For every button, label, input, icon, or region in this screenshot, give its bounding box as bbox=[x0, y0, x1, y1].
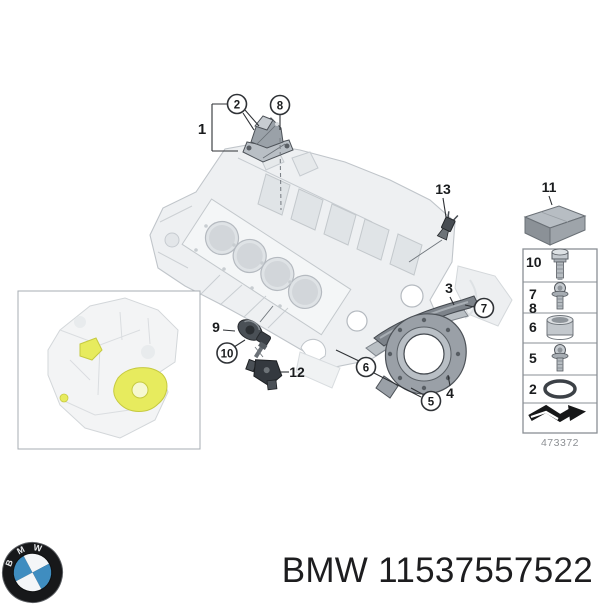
highlighted-parts bbox=[59, 337, 168, 412]
direction-arrow-icon bbox=[528, 404, 586, 423]
callout-5-circled: 5 bbox=[420, 390, 442, 412]
logo-letter-b: B bbox=[3, 558, 15, 568]
hex-bolt-icon bbox=[551, 248, 569, 280]
logo-letter-m: M bbox=[15, 544, 26, 556]
svg-text:8: 8 bbox=[277, 101, 284, 113]
engine-block-drawing bbox=[149, 142, 513, 389]
legend-row-label: 6 bbox=[529, 319, 537, 335]
locator-thumbnail bbox=[17, 290, 201, 450]
bolt-axis-dashed-line bbox=[279, 137, 282, 211]
callout-1: 1 bbox=[198, 121, 206, 138]
callout-7-circled: 7 bbox=[473, 297, 495, 319]
callout-4: 4 bbox=[446, 385, 454, 401]
fastener-legend-table: 10 7 8 6 5 2 bbox=[522, 248, 598, 434]
seal-kit-box-part bbox=[523, 205, 587, 246]
drawing-number: 473372 bbox=[541, 437, 579, 449]
callout-13: 13 bbox=[435, 181, 451, 197]
callout-8-circled: 8 bbox=[269, 94, 291, 116]
callout-6-circled: 6 bbox=[355, 356, 377, 378]
callout-3: 3 bbox=[445, 280, 453, 296]
o-ring-icon bbox=[543, 379, 577, 399]
callout-9: 9 bbox=[212, 319, 220, 335]
dowel-sleeve-icon bbox=[546, 315, 574, 340]
brand-name: BMW bbox=[281, 551, 369, 590]
callout-12: 12 bbox=[289, 364, 305, 380]
parts-diagram: 10 7 8 6 5 2 473372 bbox=[17, 93, 598, 450]
callout-10-circled: 10 bbox=[216, 342, 238, 364]
part-caption: BMW 11537557522 bbox=[282, 551, 593, 591]
legend-row-label: 5 bbox=[529, 350, 537, 366]
rear-seal-plate-part bbox=[375, 313, 467, 399]
part-number: 11537557522 bbox=[378, 551, 593, 590]
svg-text:6: 6 bbox=[363, 363, 369, 375]
svg-text:10: 10 bbox=[221, 349, 234, 361]
callout-2-circled: 2 bbox=[226, 93, 248, 115]
temperature-sensor-part bbox=[436, 211, 459, 241]
svg-text:7: 7 bbox=[481, 304, 487, 316]
bmw-logo: B M W bbox=[1, 541, 64, 604]
knock-sensor-part bbox=[237, 319, 272, 346]
legend-row-label: 2 bbox=[529, 381, 537, 397]
svg-text:2: 2 bbox=[234, 100, 240, 112]
legend-row-label: 7 bbox=[529, 286, 537, 302]
crankshaft-sensor-part bbox=[245, 358, 283, 391]
logo-letter-w: W bbox=[33, 542, 44, 554]
svg-text:5: 5 bbox=[428, 397, 435, 409]
callout-11: 11 bbox=[542, 179, 557, 195]
legend-row-label: 8 bbox=[529, 300, 537, 316]
legend-row-label: 10 bbox=[526, 254, 542, 270]
